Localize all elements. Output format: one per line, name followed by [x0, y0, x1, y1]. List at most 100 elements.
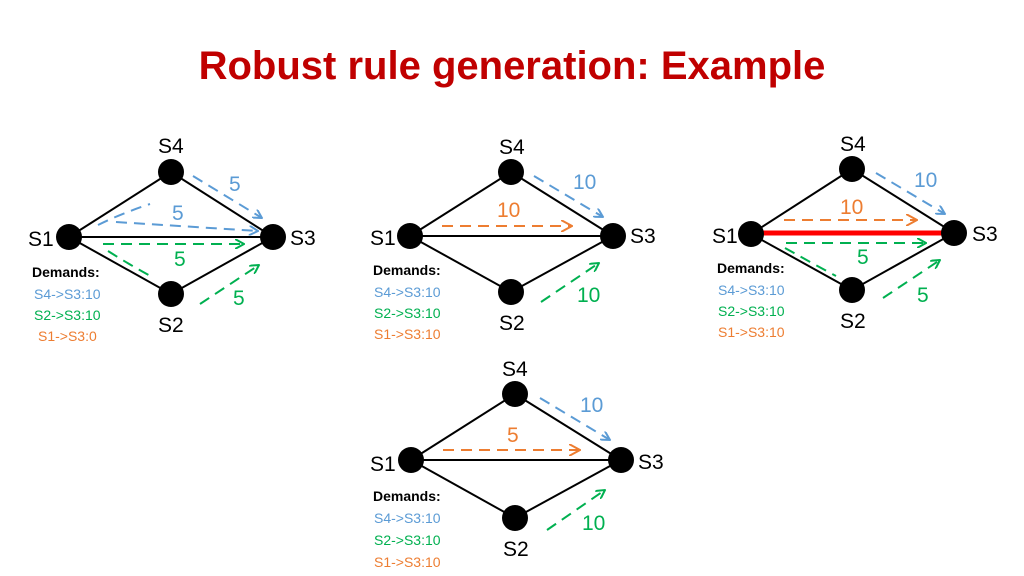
- demands-title: Demands:: [32, 264, 100, 280]
- link-s1-s4: [409, 171, 512, 237]
- node-s1: [398, 447, 424, 473]
- flow-s4-s3-blue: [539, 397, 610, 440]
- flow-s1-s4-s3-blue: [97, 203, 151, 226]
- link-s1-s2: [410, 459, 516, 519]
- flow-label-s1-s3-green: 5: [857, 246, 869, 269]
- link-s1-s2: [750, 233, 853, 291]
- demands-title: Demands:: [717, 260, 785, 276]
- demand-s1-s3: S1->S3:10: [718, 324, 785, 340]
- link-s4-s3: [170, 171, 274, 238]
- demands-title: Demands:: [373, 488, 441, 504]
- node-s4: [839, 156, 865, 182]
- flow-label-s4-s3: 10: [580, 394, 603, 417]
- diagram-1: S4 S1 S3 S2 5 5 5 5 Demands: S4->S3:10 S…: [28, 135, 316, 344]
- links: [410, 393, 622, 519]
- link-s1-s2: [68, 236, 172, 295]
- link-s2-s3: [170, 236, 274, 295]
- label-s3: S3: [638, 451, 664, 474]
- nodes: [397, 159, 626, 305]
- node-s4: [158, 159, 184, 185]
- diagram-3: S4 S1 S3 S2 10 10 5 5 Demands: S4->S3:10…: [712, 133, 998, 340]
- label-s1: S1: [28, 228, 54, 251]
- label-s1: S1: [370, 227, 396, 250]
- flow-s1-s2-green: [784, 247, 837, 277]
- flow-s2-s3-green: [882, 260, 940, 299]
- flow-label-s1-s3-orange: 10: [840, 196, 863, 219]
- flow-label-s4-s3: 10: [914, 169, 937, 192]
- demand-s4-s3: S4->S3:10: [374, 284, 441, 300]
- node-s1: [397, 223, 423, 249]
- demand-s4-s3: S4->S3:10: [374, 510, 441, 526]
- flow-label-s2-s3: 5: [917, 284, 929, 307]
- label-s2: S2: [158, 314, 184, 337]
- link-s2-s3: [510, 235, 614, 293]
- flow-label-s1-s3-orange: 10: [497, 199, 520, 222]
- label-s2: S2: [840, 310, 866, 333]
- flow-s2-s3-green: [199, 265, 259, 305]
- flow-label-s2-s3: 10: [577, 284, 600, 307]
- nodes: [398, 381, 634, 531]
- node-s3: [600, 223, 626, 249]
- link-s1-s4: [750, 168, 853, 235]
- demands-box: Demands: S4->S3:10 S2->S3:10 S1->S3:10: [373, 488, 441, 570]
- node-s4: [498, 159, 524, 185]
- diagram-4: S4 S1 S3 S2 10 5 10 Demands: S4->S3:10 S…: [370, 358, 664, 570]
- links: [750, 168, 955, 291]
- label-s1: S1: [712, 225, 738, 248]
- flow-label-s4-s3: 5: [229, 173, 241, 196]
- flow-label-s2-s3: 5: [233, 287, 245, 310]
- flows: [97, 175, 262, 305]
- link-s4-s3: [851, 168, 955, 234]
- link-s2-s3: [851, 232, 955, 291]
- demands-box: Demands: S4->S3:10 S2->S3:10 S1->S3:10: [373, 262, 441, 342]
- flow-s2-s3-green: [546, 490, 605, 531]
- flow-s4-s3-blue: [875, 172, 945, 214]
- label-s3: S3: [630, 225, 656, 248]
- flow-label-s4-s3: 10: [573, 171, 596, 194]
- node-s2: [158, 281, 184, 307]
- link-s1-s4: [68, 171, 172, 238]
- label-s2: S2: [503, 538, 529, 561]
- link-s4-s3: [514, 393, 622, 461]
- link-s1-s4: [410, 393, 516, 461]
- node-s3: [941, 220, 967, 246]
- label-s1: S1: [370, 453, 396, 476]
- demand-s2-s3: S2->S3:10: [374, 305, 441, 321]
- demand-s2-s3: S2->S3:10: [34, 307, 101, 323]
- node-s3: [260, 224, 286, 250]
- node-s1: [56, 224, 82, 250]
- slide-title: Robust rule generation: Example: [198, 44, 826, 88]
- node-s3: [608, 447, 634, 473]
- node-s2: [498, 279, 524, 305]
- node-s2: [839, 277, 865, 303]
- flows: [784, 172, 945, 299]
- flow-s1-s3-blue: [115, 221, 258, 231]
- flow-label-s1-s3-orange: 5: [507, 424, 519, 447]
- flow-s2-s3-green: [540, 263, 599, 303]
- flow-label-s2-s3: 10: [582, 512, 605, 535]
- demands-box: Demands: S4->S3:10 S2->S3:10 S1->S3:10: [717, 260, 785, 340]
- flow-label-s1-s3-blue: 5: [172, 202, 184, 225]
- demand-s2-s3: S2->S3:10: [718, 303, 785, 319]
- link-s4-s3: [510, 171, 614, 237]
- flow-s4-s3-blue: [533, 175, 603, 217]
- link-s2-s3: [514, 459, 622, 519]
- label-s3: S3: [290, 227, 316, 250]
- demands-title: Demands:: [373, 262, 441, 278]
- links: [68, 171, 274, 295]
- demands-box: Demands: S4->S3:10 S2->S3:10 S1->S3:0: [32, 264, 101, 344]
- node-s4: [502, 381, 528, 407]
- links: [409, 171, 614, 293]
- demand-s4-s3: S4->S3:10: [34, 286, 101, 302]
- nodes: [56, 159, 286, 307]
- nodes: [738, 156, 967, 303]
- label-s4: S4: [840, 133, 866, 156]
- flow-label-s1-s3-green: 5: [174, 248, 186, 271]
- link-s1-s2: [409, 235, 512, 293]
- label-s2: S2: [499, 312, 525, 335]
- demand-s1-s3: S1->S3:10: [374, 554, 441, 570]
- demand-s2-s3: S2->S3:10: [374, 532, 441, 548]
- label-s4: S4: [499, 136, 525, 159]
- demand-s4-s3: S4->S3:10: [718, 282, 785, 298]
